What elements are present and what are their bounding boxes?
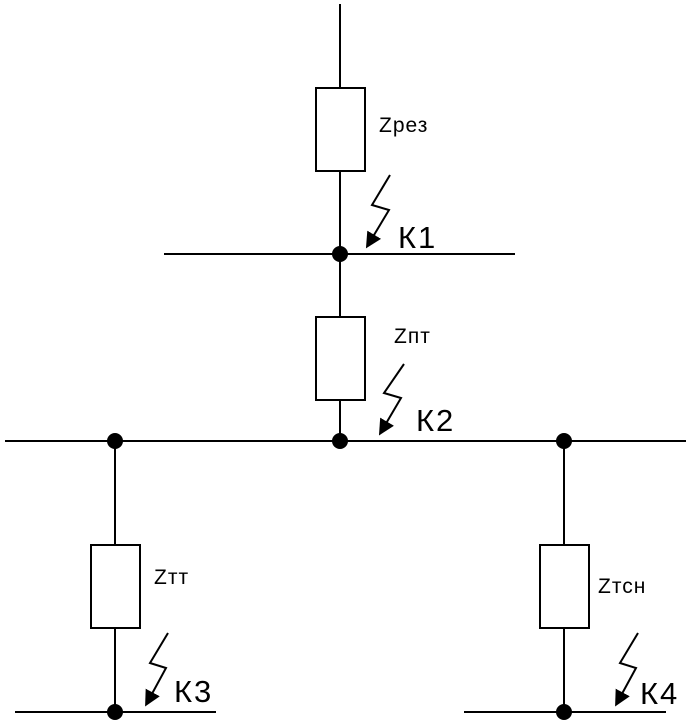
resistor-z-pt <box>315 316 366 401</box>
label-z-tsn: Zтсн <box>598 575 646 598</box>
label-z-pt: Zпт <box>394 325 431 348</box>
fault-k1-icon <box>365 174 391 249</box>
resistor-z-rez <box>315 87 366 172</box>
fault-k3-icon <box>145 632 169 707</box>
resistor-z-tt <box>90 544 141 629</box>
fault-k4-icon <box>615 632 639 707</box>
label-z-tt: Zтт <box>154 566 189 589</box>
fault-k2-icon <box>378 363 405 436</box>
node-bus3 <box>107 704 123 720</box>
label-z-rez: Zрез <box>379 114 428 137</box>
resistor-z-tsn <box>539 544 590 629</box>
label-k3: К3 <box>174 674 213 709</box>
label-k2: К2 <box>416 403 455 438</box>
node-bus4 <box>556 704 572 720</box>
label-k1: К1 <box>398 220 437 255</box>
label-k4: К4 <box>640 676 679 711</box>
node-bus2-center <box>332 433 348 449</box>
